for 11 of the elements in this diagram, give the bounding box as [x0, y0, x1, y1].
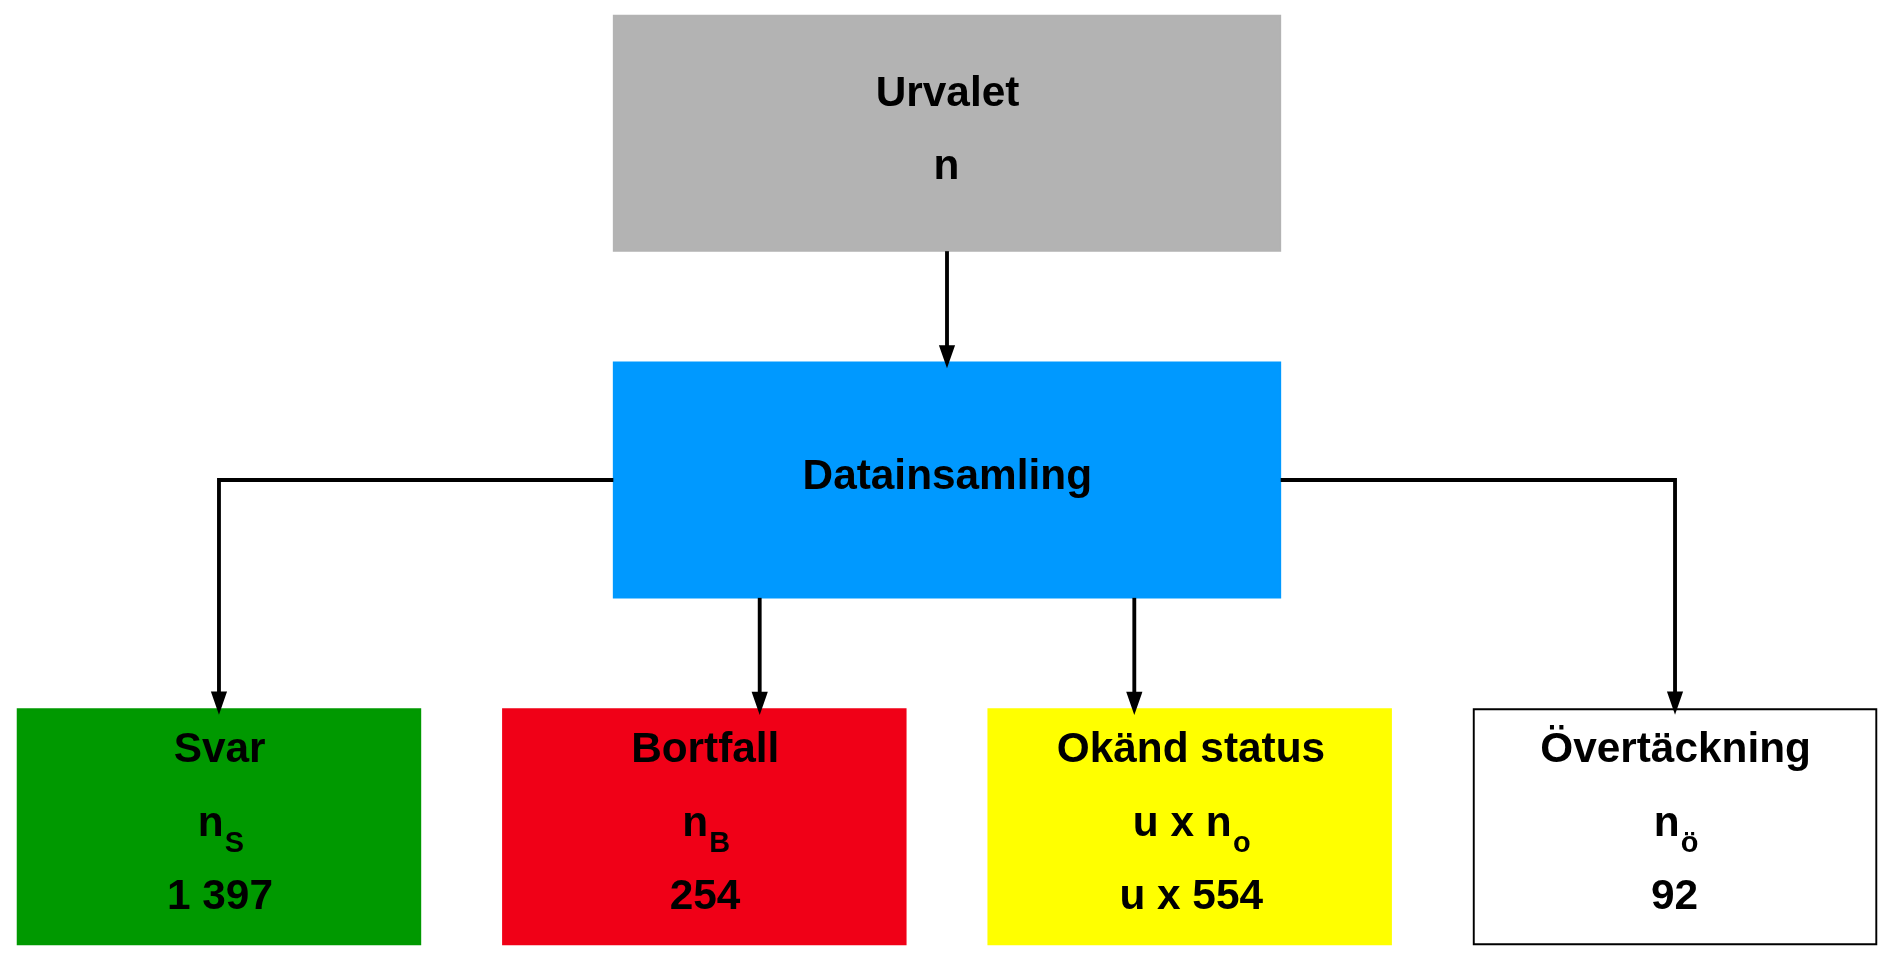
node-box: Svar n$_{S}$ 1 397	[16, 708, 421, 946]
node-box: Bortfall n$_{B}$ 254	[501, 708, 907, 946]
node-box: Okänd status u x n$_{o}$ u x 554	[986, 708, 1392, 946]
arrow	[938, 251, 955, 369]
arrow	[1125, 597, 1142, 715]
arrow	[751, 597, 768, 715]
node-box: Övertäckning n$_{ö}$ 92	[1472, 708, 1877, 946]
node-box: Datainsamling	[612, 361, 1281, 599]
arrow	[1280, 478, 1683, 715]
arrow	[210, 478, 613, 715]
node-box: Urvalet n	[612, 14, 1281, 252]
